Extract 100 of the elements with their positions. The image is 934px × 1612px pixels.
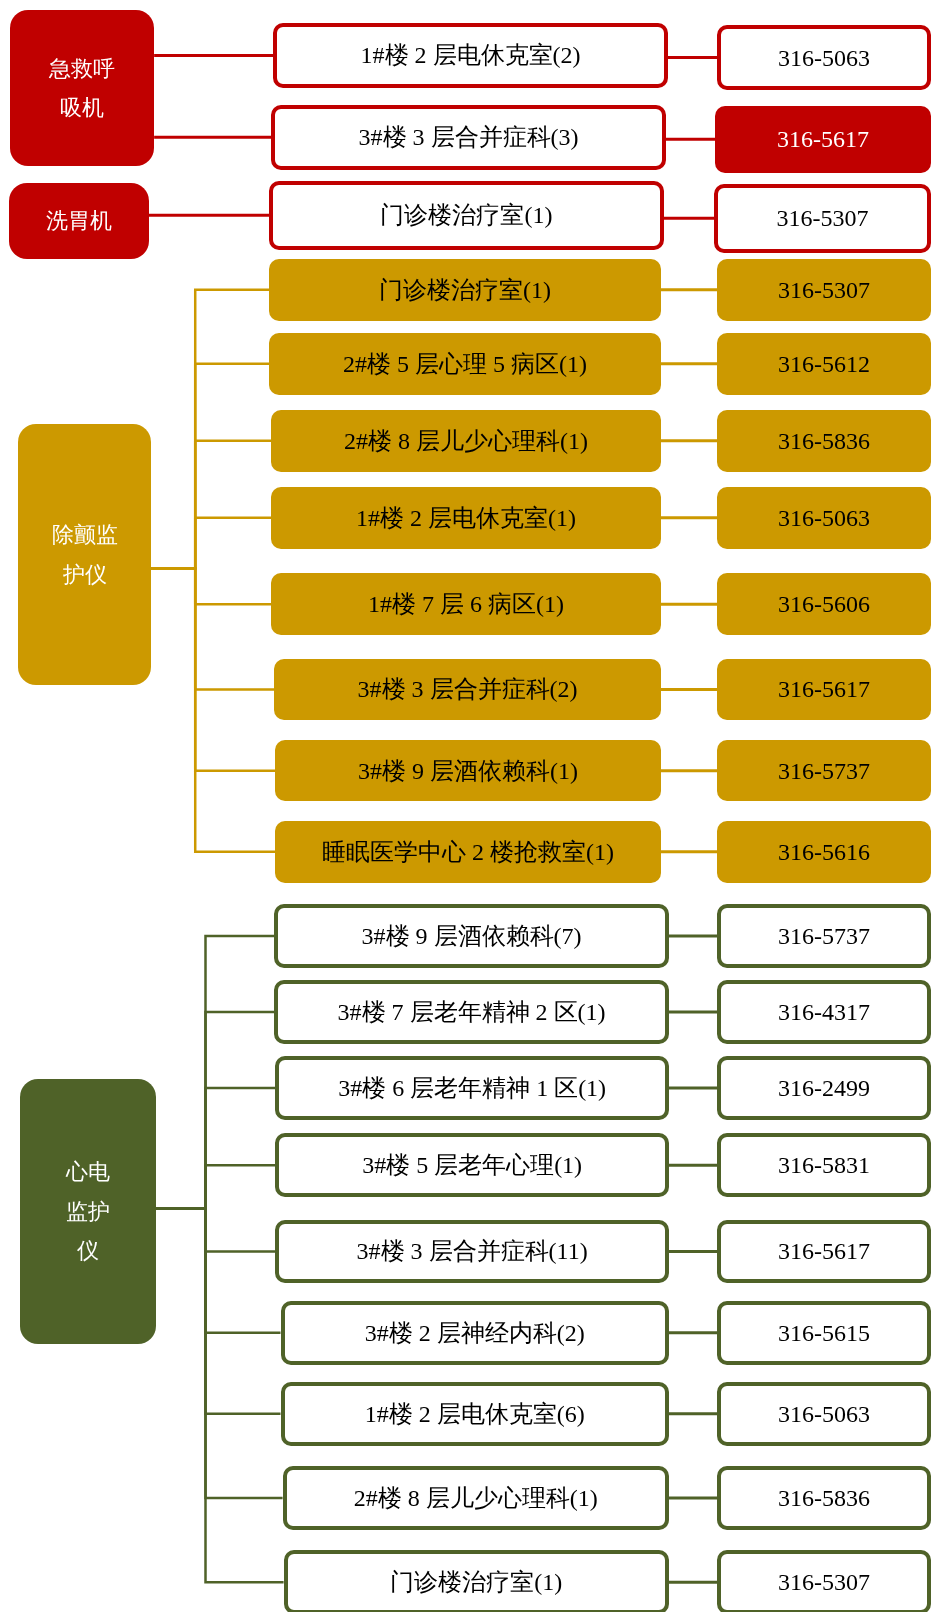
connector-line bbox=[668, 1010, 718, 1014]
connector-line bbox=[668, 1250, 718, 1253]
phone-box bbox=[717, 1219, 931, 1284]
phone-box bbox=[717, 1056, 931, 1120]
phone-box bbox=[717, 1300, 931, 1365]
department-box bbox=[269, 332, 661, 395]
connector-line bbox=[668, 1496, 718, 1500]
phone-number: 316-5063 bbox=[778, 43, 871, 73]
department-box bbox=[271, 409, 661, 472]
phone-box bbox=[717, 24, 931, 91]
connector-line bbox=[668, 1331, 718, 1335]
department-name: 3#楼 3 层合并症科(2) bbox=[357, 675, 578, 705]
department-name: 1#楼 2 层电休克室(6) bbox=[364, 1399, 585, 1429]
department-name: 3#楼 3 层合并症科(3) bbox=[358, 123, 579, 153]
device-box bbox=[19, 1078, 157, 1344]
department-name: 门诊楼治疗室(1) bbox=[380, 201, 553, 231]
phone-box bbox=[717, 820, 931, 883]
department-box bbox=[275, 1219, 669, 1284]
connector-line bbox=[668, 1163, 718, 1167]
phone-box bbox=[717, 904, 931, 968]
connector-line bbox=[660, 362, 718, 366]
department-name: 门诊楼治疗室(1) bbox=[390, 1568, 563, 1598]
phone-number: 316-5606 bbox=[778, 590, 871, 620]
device-name: 除颤监护仪 bbox=[50, 521, 119, 589]
department-name: 1#楼 7 层 6 病区(1) bbox=[367, 590, 564, 620]
department-box bbox=[280, 1300, 669, 1365]
phone-number: 316-4317 bbox=[778, 998, 871, 1028]
phone-number: 316-5831 bbox=[778, 1151, 871, 1181]
phone-number: 316-5616 bbox=[778, 837, 871, 867]
phone-number: 316-5063 bbox=[778, 503, 871, 533]
connector-line bbox=[154, 135, 272, 139]
department-name: 1#楼 2 层电休克室(1) bbox=[355, 503, 576, 533]
phone-number: 316-5836 bbox=[778, 426, 871, 456]
phone-number: 316-5615 bbox=[778, 1318, 871, 1348]
connector-line bbox=[151, 566, 276, 854]
department-name: 2#楼 8 层儿少心理科(1) bbox=[343, 426, 588, 456]
department-box bbox=[275, 739, 661, 802]
phone-box bbox=[717, 980, 931, 1044]
connector-line bbox=[663, 216, 715, 220]
phone-box bbox=[717, 1133, 931, 1198]
department-box bbox=[271, 104, 666, 170]
phone-number: 316-5307 bbox=[778, 275, 871, 305]
device-box bbox=[18, 424, 152, 686]
department-name: 3#楼 5 层老年心理(1) bbox=[362, 1151, 583, 1181]
phone-number: 316-5617 bbox=[778, 675, 871, 705]
device-name: 心电监护仪 bbox=[64, 1158, 111, 1266]
department-name: 3#楼 9 层酒依赖科(1) bbox=[358, 756, 578, 786]
connector-line bbox=[667, 56, 718, 60]
connector-line bbox=[668, 1086, 718, 1090]
phone-number: 316-5307 bbox=[776, 204, 869, 234]
department-name: 2#楼 8 层儿少心理科(1) bbox=[353, 1484, 598, 1514]
department-box bbox=[273, 22, 668, 89]
department-box bbox=[271, 573, 661, 635]
device-name: 洗胃机 bbox=[46, 207, 113, 236]
department-name: 2#楼 5 层心理 5 病区(1) bbox=[342, 349, 587, 379]
connector-line bbox=[660, 516, 718, 520]
phone-number: 316-5836 bbox=[778, 1484, 871, 1514]
phone-box bbox=[717, 658, 931, 721]
phone-number: 316-5617 bbox=[778, 1237, 871, 1267]
department-name: 3#楼 6 层老年精神 1 区(1) bbox=[338, 1074, 607, 1104]
department-box bbox=[269, 180, 664, 250]
department-box bbox=[283, 1550, 669, 1612]
phone-box bbox=[717, 573, 931, 635]
phone-number: 316-5307 bbox=[778, 1568, 871, 1598]
department-name: 门诊楼治疗室(1) bbox=[378, 275, 551, 305]
department-name: 1#楼 2 层电休克室(2) bbox=[360, 41, 581, 71]
connector-line bbox=[668, 1580, 718, 1584]
phone-number: 316-5612 bbox=[778, 349, 871, 379]
connector-line bbox=[660, 687, 718, 691]
connector-line bbox=[668, 934, 718, 938]
phone-box bbox=[717, 258, 931, 321]
phone-number: 316-5737 bbox=[778, 756, 871, 786]
phone-box bbox=[717, 1550, 931, 1612]
department-name: 3#楼 3 层合并症科(11) bbox=[356, 1237, 588, 1267]
phone-box bbox=[717, 739, 931, 802]
department-name: 3#楼 7 层老年精神 2 区(1) bbox=[337, 998, 606, 1028]
phone-number: 316-2499 bbox=[778, 1074, 871, 1104]
phone-number: 316-5737 bbox=[778, 922, 871, 952]
connector-line bbox=[154, 54, 274, 57]
department-name: 3#楼 2 层神经内科(2) bbox=[364, 1318, 585, 1348]
connector-line bbox=[660, 439, 718, 443]
device-box bbox=[9, 182, 149, 259]
department-box bbox=[275, 1133, 669, 1198]
phone-number: 316-5617 bbox=[777, 125, 869, 155]
department-box bbox=[274, 658, 661, 721]
phone-number: 316-5063 bbox=[778, 1399, 871, 1429]
connector-line bbox=[660, 850, 718, 854]
connector-line bbox=[665, 137, 716, 141]
department-box bbox=[271, 487, 661, 549]
connector-line bbox=[660, 769, 718, 773]
phone-box bbox=[714, 183, 931, 253]
phone-box bbox=[717, 487, 931, 549]
device-name: 急救呼吸机 bbox=[48, 54, 117, 123]
device-box bbox=[10, 10, 155, 167]
department-box bbox=[275, 1056, 669, 1120]
department-box bbox=[282, 1466, 669, 1530]
department-box bbox=[274, 904, 669, 968]
department-box bbox=[280, 1382, 669, 1446]
department-name: 睡眠医学中心 2 楼抢救室(1) bbox=[322, 837, 614, 867]
department-box bbox=[269, 258, 661, 321]
